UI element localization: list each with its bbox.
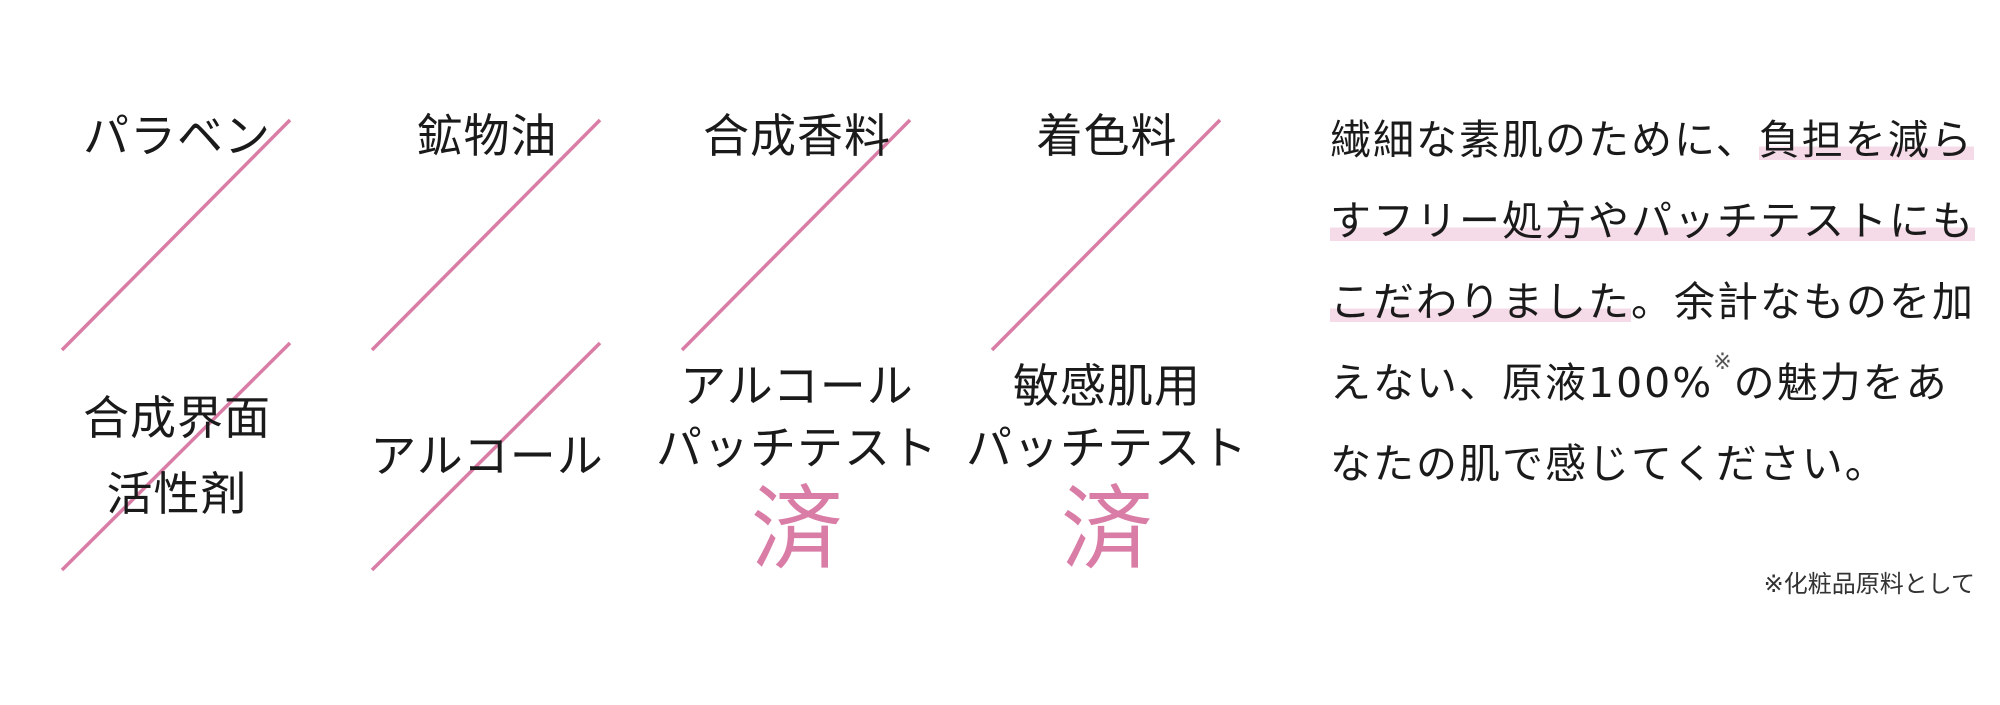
free-item-label: 合成界面 活性剤: [83, 391, 271, 521]
tested-mark: 済: [1060, 476, 1153, 583]
description-part2: 。余計なものを加えない、原液100%: [1330, 278, 1975, 407]
tested-item-alcohol-patch: アルコール パッチテスト 済: [642, 315, 952, 625]
description-text: 繊細な素肌のために、負担を減らすフリー処方やパッチテストにもこだわりました。余計…: [1330, 100, 1980, 505]
footnote-text: ※化粧品原料として: [1763, 570, 1975, 598]
tested-mark: 済: [750, 476, 843, 583]
tested-item-label: アルコール パッチテスト: [656, 359, 938, 475]
free-item-label: パラベン: [83, 109, 271, 163]
free-item-alcohol: アルコール: [332, 315, 642, 625]
footnote-mark: ※: [1713, 350, 1734, 375]
description-part3: の魅力をあなたの肌で感じてください。: [1330, 359, 1949, 488]
tested-item-sensitive-patch: 敏感肌用 パッチテスト 済: [952, 315, 1262, 625]
ingredient-grid: パラベン 鉱物油 合成香料 着色料 合成界面 活性剤: [22, 109, 1262, 625]
free-item-label: 合成香料: [703, 109, 891, 163]
description-part1: 繊細な素肌のために、: [1330, 116, 1759, 164]
tested-item-label: 敏感肌用 パッチテスト: [966, 359, 1248, 475]
free-item-label: 鉱物油: [416, 109, 558, 163]
free-item-surfactant: 合成界面 活性剤: [22, 315, 332, 625]
free-item-label: 着色料: [1036, 109, 1178, 163]
free-item-label: アルコール: [370, 429, 604, 483]
